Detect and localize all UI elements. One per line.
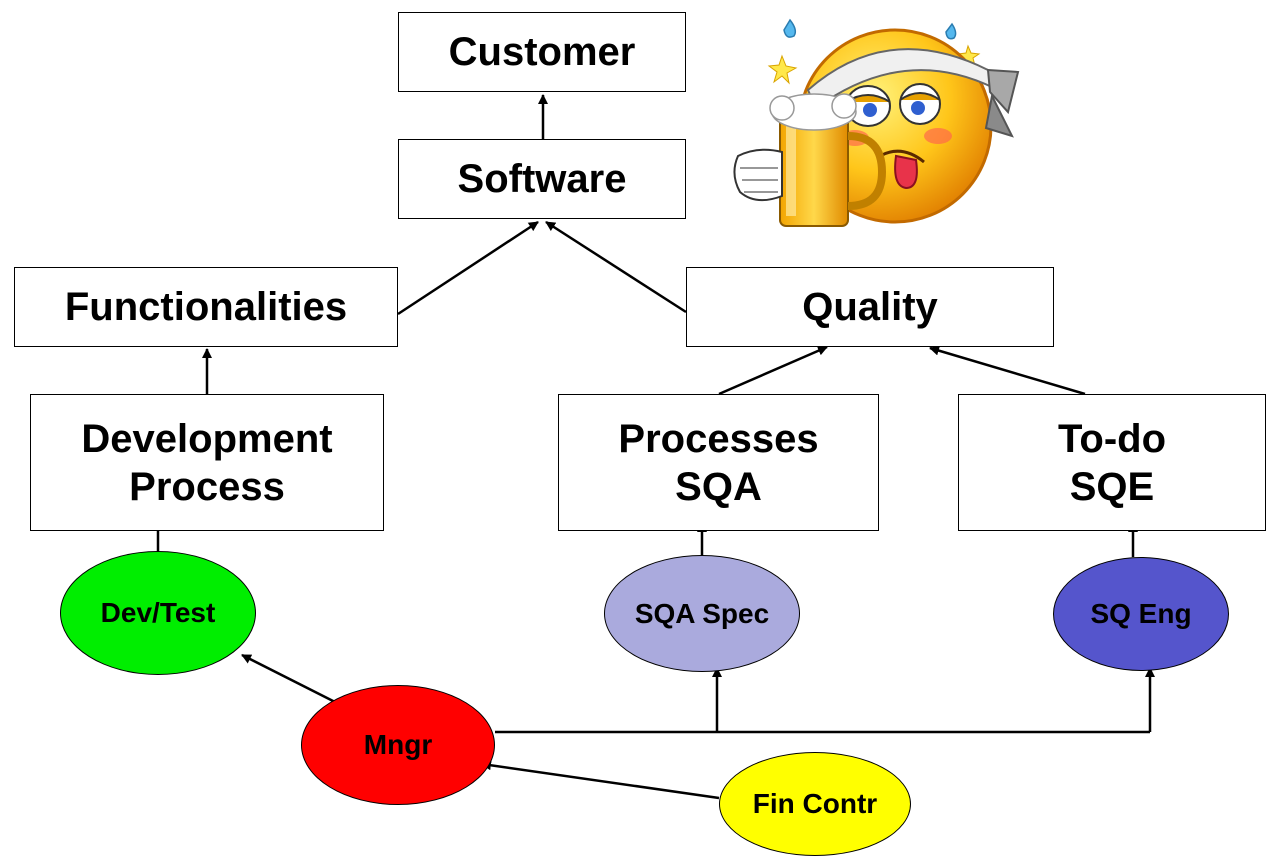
functionalities-box: Functionalities: [14, 267, 398, 347]
arrow-quality-to-software: [545, 220, 687, 314]
devtest-label: Dev/Test: [100, 597, 216, 628]
arrow-functionalities-to-software: [397, 220, 539, 316]
todo-sqe-box: To-do SQE: [958, 394, 1266, 531]
processes-sqa-line2: SQA: [675, 464, 762, 509]
drunk-smiley-with-beer-mug-icon: [733, 18, 1020, 227]
sqaspec-role: SQA Spec: [604, 555, 800, 672]
devtest-role: Dev/Test: [60, 551, 256, 675]
development-process-line1: Development: [81, 416, 333, 461]
todo-sqe-line1: To-do: [1057, 416, 1167, 461]
quality-box: Quality: [686, 267, 1054, 347]
fincontr-role: Fin Contr: [719, 752, 911, 856]
customer-label: Customer: [448, 30, 636, 74]
development-process-line2: Process: [129, 464, 285, 509]
processes-sqa-box: Processes SQA: [558, 394, 879, 531]
arrow-mngr-to-devtest: [241, 653, 338, 705]
development-process-box: Development Process: [30, 394, 384, 531]
software-box: Software: [398, 139, 686, 219]
mngr-role: Mngr: [301, 685, 495, 805]
arrow-processes-sqa-to-quality: [718, 345, 828, 396]
processes-sqa-line1: Processes: [618, 416, 819, 461]
arrow-fincontr-to-mngr: [481, 760, 720, 800]
sqeng-role: SQ Eng: [1053, 557, 1229, 671]
sqaspec-label: SQA Spec: [634, 597, 770, 629]
customer-box: Customer: [398, 12, 686, 92]
sqeng-label: SQ Eng: [1090, 598, 1192, 629]
quality-label: Quality: [802, 285, 938, 329]
mngr-label: Mngr: [363, 729, 433, 760]
software-label: Software: [457, 157, 627, 201]
functionalities-label: Functionalities: [64, 285, 348, 329]
fincontr-label: Fin Contr: [752, 788, 878, 819]
todo-sqe-line2: SQE: [1069, 464, 1155, 509]
arrow-todo-sqe-to-quality: [929, 345, 1086, 396]
